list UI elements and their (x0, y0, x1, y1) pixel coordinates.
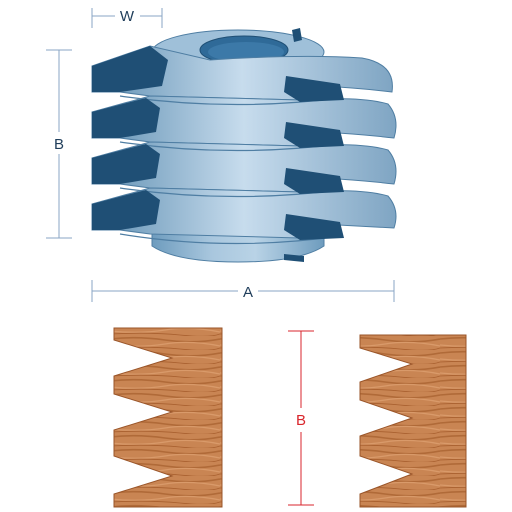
dimension-a: A (91, 280, 395, 302)
dimension-w-label: W (120, 8, 135, 25)
dimension-b-joint-label: B (296, 412, 306, 429)
carbide-tip (92, 190, 160, 230)
wood-piece-right (359, 334, 467, 508)
carbide-tip (284, 76, 344, 102)
carbide-tip (284, 254, 304, 262)
carbide-tip (284, 122, 344, 148)
carbide-tip (284, 214, 344, 240)
carbide-tip (92, 144, 160, 184)
dimension-b-label: B (54, 136, 64, 153)
wood-finger-joint-left-icon (113, 327, 223, 508)
carbide-tips-right (284, 28, 344, 262)
carbide-tip (92, 98, 160, 138)
wood-finger-joint-right-icon (359, 334, 467, 508)
dimension-w: W (91, 8, 163, 28)
carbide-tip (292, 28, 302, 42)
wood-piece-left (113, 327, 223, 508)
finger-joint-cutter-icon (91, 28, 397, 263)
carbide-tip (284, 168, 344, 194)
dimension-a-label: A (243, 284, 253, 301)
dimension-b-joint: B (288, 330, 314, 506)
carbide-tips-left (92, 46, 168, 230)
dimension-b-cutter: B (46, 49, 72, 239)
carbide-tip (92, 46, 168, 92)
